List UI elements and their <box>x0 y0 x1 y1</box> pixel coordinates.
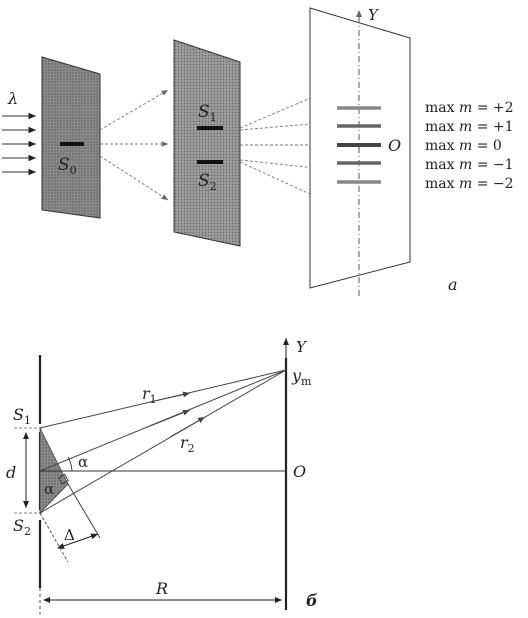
observation-screen <box>309 7 411 289</box>
max-label-minus2: max m = −2 <box>425 176 514 192</box>
ym-label: ym <box>291 366 312 388</box>
source-screen <box>41 56 101 219</box>
max-label-zero: max m = 0 <box>425 138 502 154</box>
delta-label: Δ <box>64 526 75 544</box>
figure-b-label: б <box>306 591 318 610</box>
alpha-bottom-label: α <box>44 480 54 498</box>
y-axis-label-b: Y <box>296 338 308 356</box>
s0-label: S0 <box>58 155 77 177</box>
delta-guide-2 <box>39 512 69 563</box>
figure-a-label: а <box>448 275 458 294</box>
s2-label: S2 <box>198 171 217 193</box>
ray-r2-arrow <box>169 416 206 438</box>
figure-b: Y ym r1 r2 α α S1 S2 d Δ O <box>6 338 318 614</box>
r-distance-label: R <box>155 579 168 598</box>
delta-guide-1 <box>67 483 101 539</box>
center-label-a: O <box>388 136 401 155</box>
max-label-plus1: max m = +1 <box>425 119 514 135</box>
max-label-minus1: max m = −1 <box>425 157 514 173</box>
s1-label: S1 <box>198 102 217 124</box>
rays-from-s0 <box>99 89 169 201</box>
figure-a: λ S0 S1 S2 Y <box>2 6 514 296</box>
incident-light-arrows <box>2 112 36 176</box>
right-angle-mark <box>58 473 69 485</box>
wavelength-label: λ <box>7 89 18 108</box>
r2-label: r2 <box>180 433 195 455</box>
interference-fringes <box>337 106 381 184</box>
ray-r2 <box>39 369 287 514</box>
delta-arrow <box>57 533 99 549</box>
center-label-b: O <box>293 462 306 481</box>
s1-label-b: S1 <box>13 405 31 427</box>
y-axis-label-a: Y <box>368 6 380 24</box>
r1-label: r1 <box>142 384 157 406</box>
alpha-top-label: α <box>78 453 88 471</box>
ray-center-arrow <box>149 409 191 427</box>
double-slit-screen <box>173 39 241 247</box>
alpha-arc <box>67 456 73 472</box>
maxima-labels: max m = +2 max m = +1 max m = 0 max m = … <box>425 100 514 192</box>
max-label-plus2: max m = +2 <box>425 100 514 116</box>
d-label: d <box>6 463 16 482</box>
ray-r1-arrow <box>149 391 191 403</box>
s2-label-b: S2 <box>13 516 31 538</box>
